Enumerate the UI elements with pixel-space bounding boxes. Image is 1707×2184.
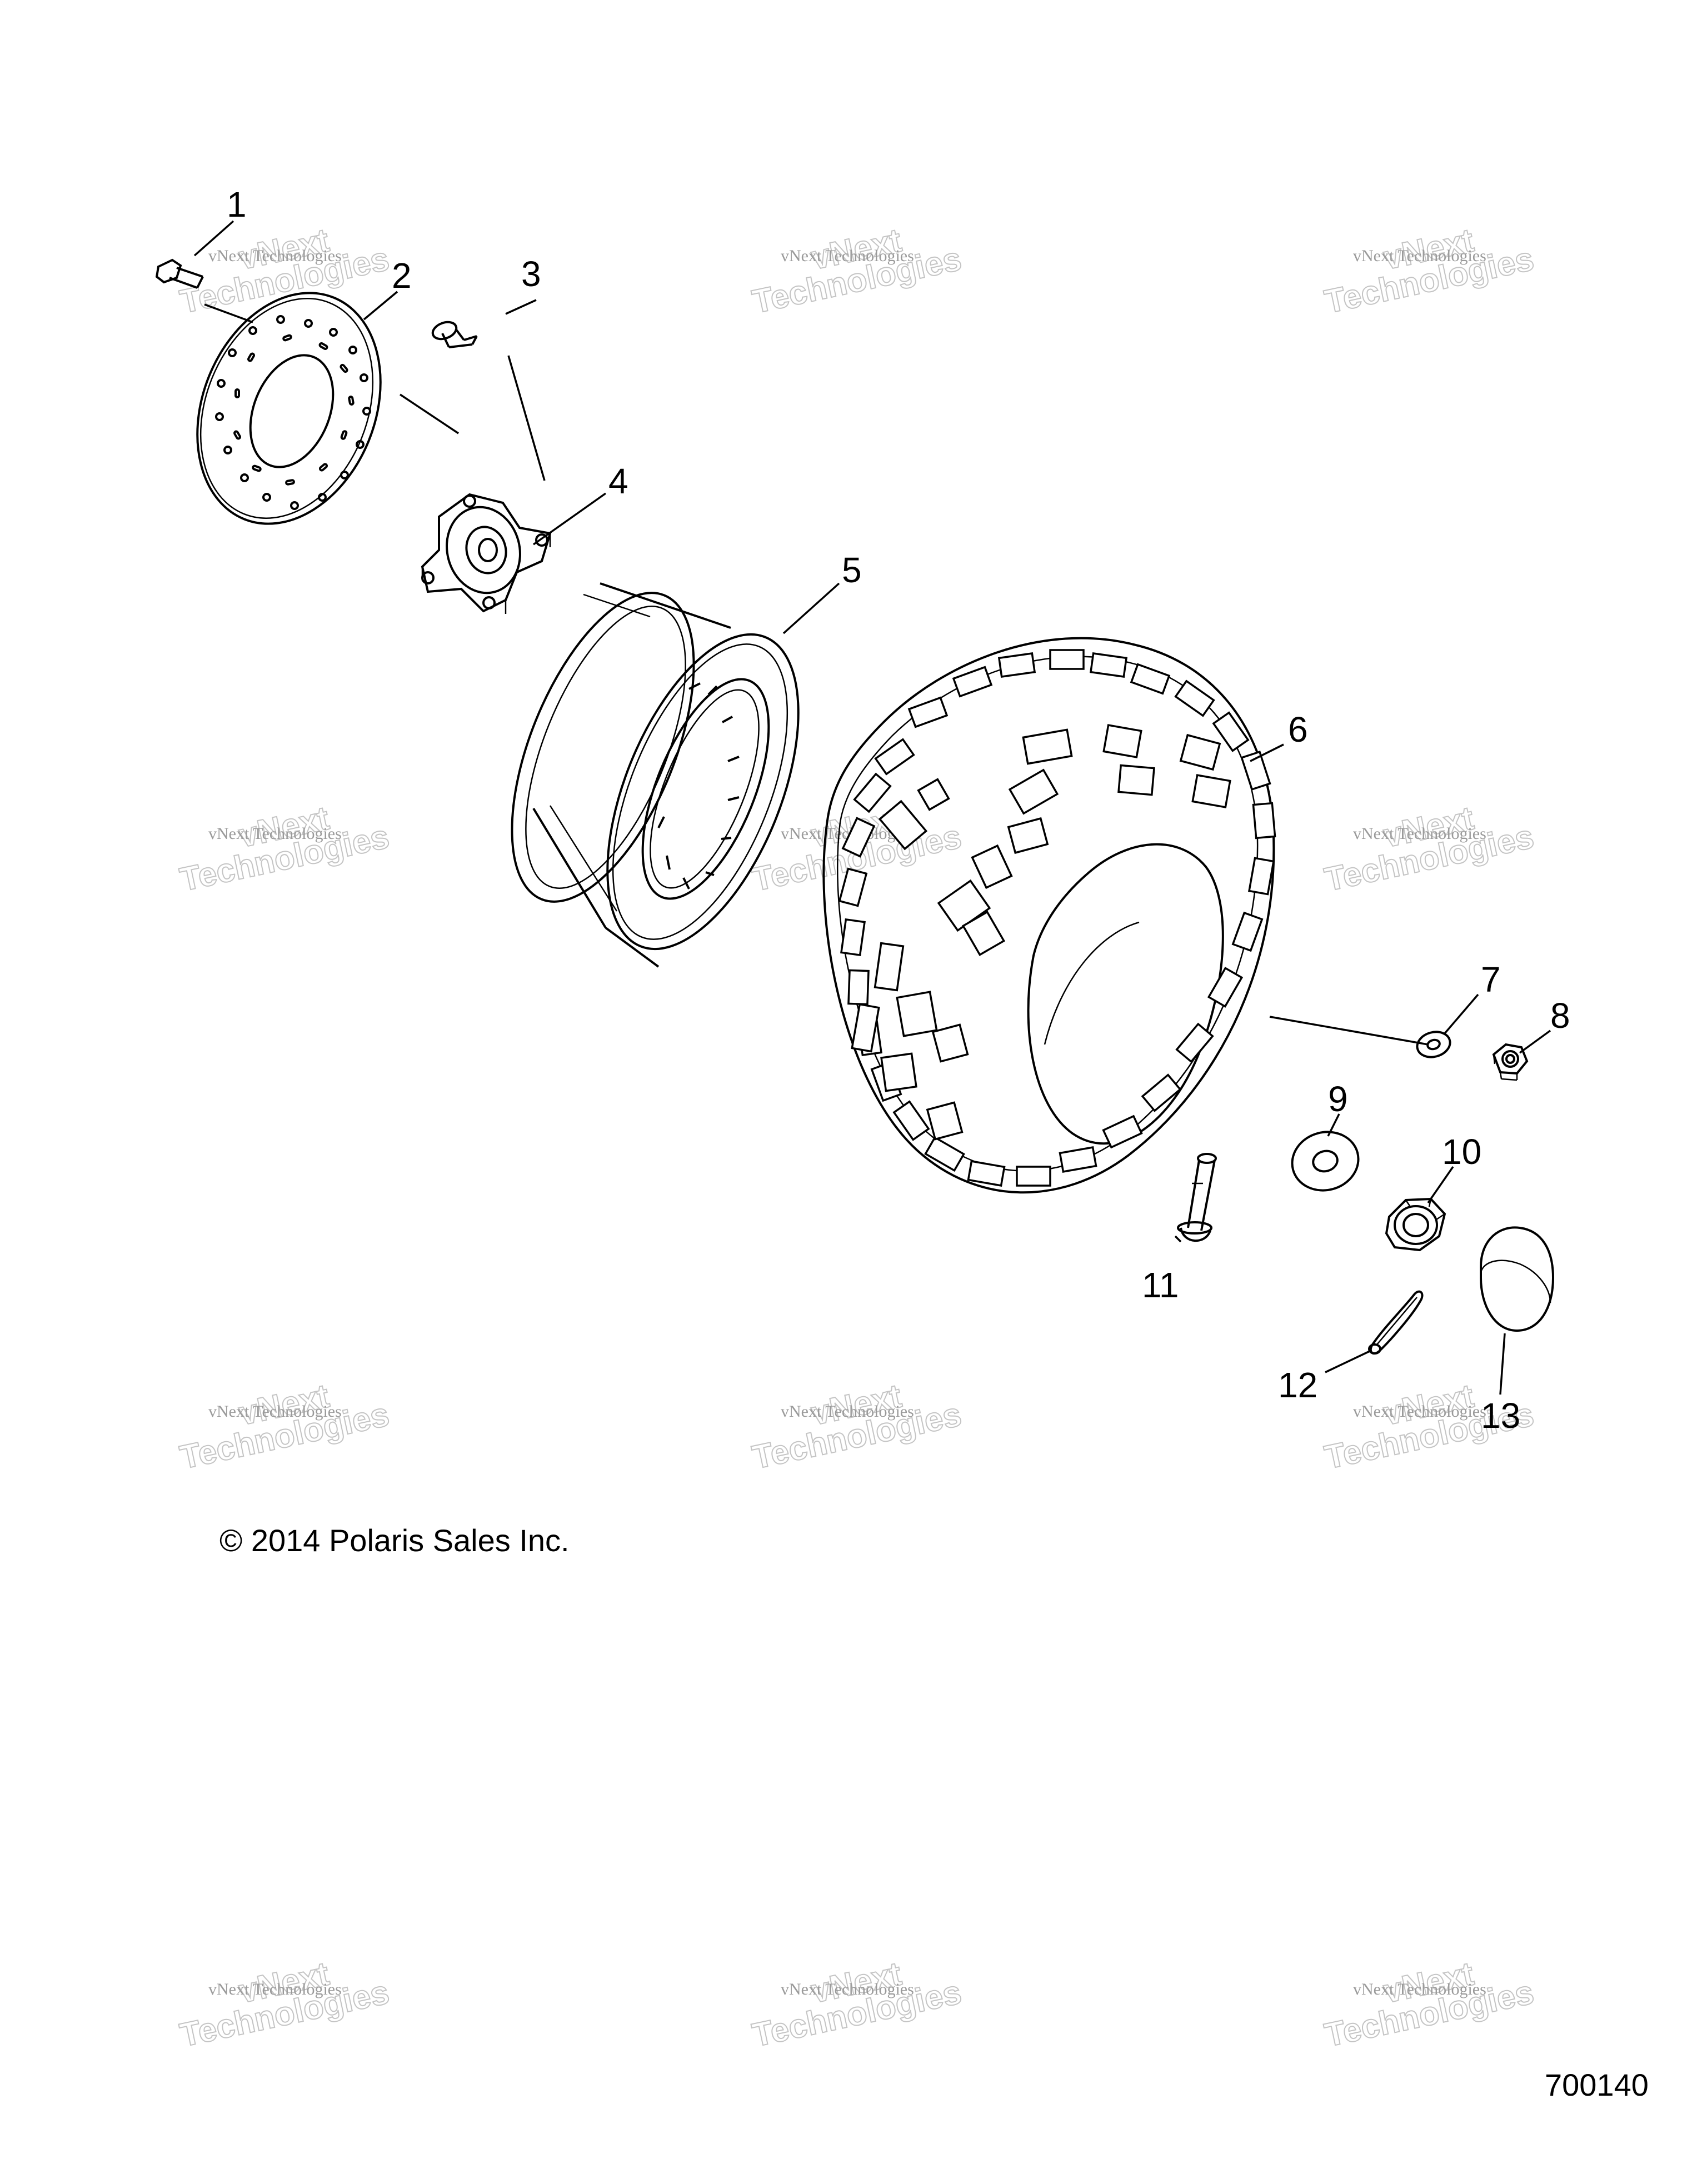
svg-text:vNext Technologies: vNext Technologies	[208, 1980, 342, 1998]
callout-1: 1	[227, 184, 247, 224]
watermark: Technologies vNext vNext Technologies	[1321, 221, 1538, 321]
callout-3: 3	[521, 254, 541, 294]
watermark: Technologies vNext vNext Technologies	[176, 1954, 393, 2054]
part-12-cotter-pin	[1368, 1290, 1424, 1355]
callout-13: 13	[1481, 1396, 1520, 1436]
part-3-wheel-stud	[431, 321, 478, 348]
callout-4: 4	[608, 461, 628, 501]
part-4-wheel-hub	[421, 493, 552, 614]
svg-text:vNext Technologies: vNext Technologies	[1353, 1402, 1486, 1421]
callout-labels: 1 2 3 4 5 6 7 8 9 10 11 12 13	[227, 184, 1570, 1436]
copyright-notice: © 2014 Polaris Sales Inc.	[219, 1523, 570, 1558]
watermark: Technologies vNext vNext Technologies	[748, 1954, 965, 2054]
callout-11: 11	[1142, 1265, 1179, 1305]
callout-6: 6	[1288, 709, 1308, 749]
watermark: Technologies vNext vNext Technologies	[748, 1376, 965, 1476]
part-7-washer	[1416, 1031, 1451, 1058]
callout-9: 9	[1328, 1079, 1348, 1119]
svg-text:vNext Technologies: vNext Technologies	[781, 1980, 914, 1998]
svg-text:vNext Technologies: vNext Technologies	[781, 247, 914, 265]
svg-text:vNext Technologies: vNext Technologies	[781, 1402, 914, 1421]
callout-10: 10	[1442, 1132, 1481, 1172]
part-9-washer	[1291, 1131, 1360, 1192]
callout-2: 2	[392, 256, 412, 296]
callout-8: 8	[1550, 996, 1570, 1036]
svg-text:vNext Technologies: vNext Technologies	[208, 247, 342, 265]
figure-number: 700140	[1545, 2067, 1649, 2102]
callout-7: 7	[1481, 959, 1501, 999]
part-2-brake-disc	[196, 292, 382, 525]
part-5-wheel-rim	[511, 582, 800, 968]
part-10-axle-nut	[1385, 1197, 1446, 1252]
watermark-grid: Technologies vNext vNext Technologies Te…	[176, 221, 1538, 2054]
svg-text:vNext Technologies: vNext Technologies	[1353, 247, 1486, 265]
svg-text:vNext Technologies: vNext Technologies	[208, 1402, 342, 1421]
watermark: Technologies vNext vNext Technologies	[176, 798, 393, 898]
svg-text:vNext Technologies: vNext Technologies	[1353, 1980, 1486, 1998]
watermark: Technologies vNext vNext Technologies	[176, 1376, 393, 1476]
part-11-valve-stem	[1177, 1153, 1217, 1242]
part-8-lug-nut	[1492, 1043, 1529, 1081]
leader-lines	[193, 220, 1551, 1395]
watermark: Technologies vNext vNext Technologies	[1321, 798, 1538, 898]
part-6-tire	[822, 637, 1276, 1194]
part-13-hub-cap	[1480, 1226, 1555, 1332]
part-1-bolt	[155, 258, 204, 289]
svg-text:vNext Technologies: vNext Technologies	[1353, 824, 1486, 843]
watermark: Technologies vNext vNext Technologies	[748, 221, 965, 321]
callout-12: 12	[1278, 1365, 1317, 1405]
watermark: Technologies vNext vNext Technologies	[1321, 1954, 1538, 2054]
callout-5: 5	[842, 550, 862, 590]
svg-text:vNext Technologies: vNext Technologies	[208, 824, 342, 843]
